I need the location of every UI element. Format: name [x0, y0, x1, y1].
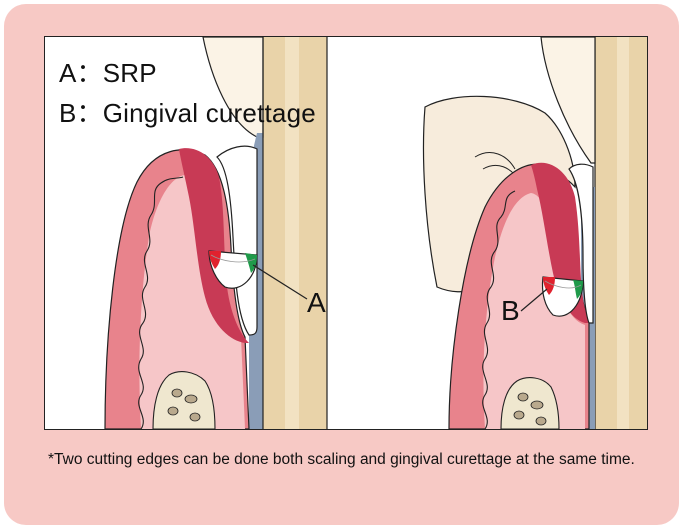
footnote: *Two cutting edges can be done both scal…	[48, 450, 668, 469]
diagram-frame: A：SRP B：Gingival curettage A B	[44, 36, 648, 430]
legend-srp: A：SRP	[59, 53, 157, 90]
figure-card: A：SRP B：Gingival curettage A B *Two cutt…	[4, 4, 679, 525]
callout-a: A	[307, 287, 326, 319]
right-panel	[424, 37, 648, 429]
callout-b: B	[501, 295, 520, 327]
legend-gingival-curettage: B：Gingival curettage	[59, 93, 316, 130]
